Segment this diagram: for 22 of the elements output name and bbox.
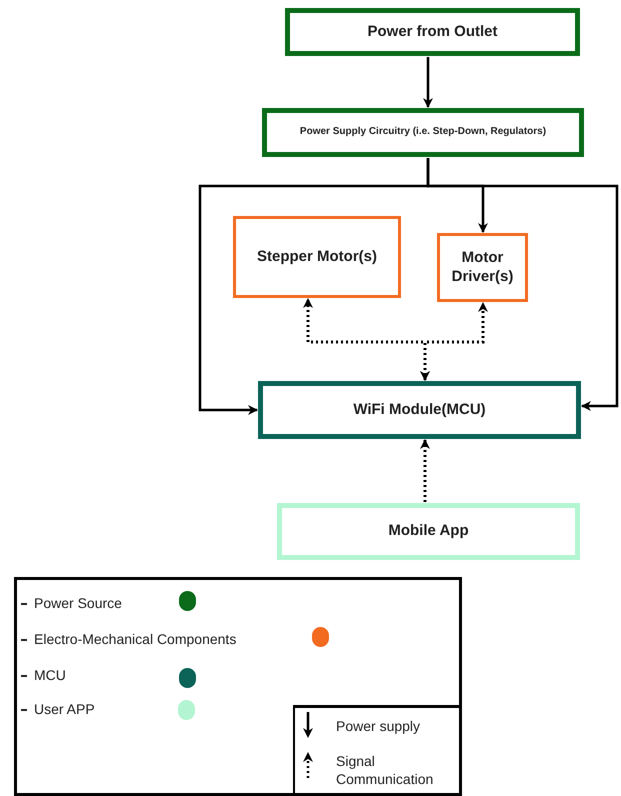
legend-label: Signal Communication [336, 752, 434, 788]
legend-label: Electro-Mechanical Components [34, 630, 236, 649]
process-box [258, 381, 581, 439]
process-box [262, 108, 584, 157]
box-label: Motor Driver(s) [450, 248, 514, 286]
box-label: Stepper Motor(s) [257, 248, 377, 266]
arrow [423, 57, 433, 108]
process-box [437, 233, 528, 302]
legend-label: Power Source [34, 594, 122, 613]
arrow [426, 158, 618, 411]
legend-label: User APP [34, 700, 95, 719]
box-label: Power from Outlet [367, 22, 498, 42]
process-box [277, 503, 580, 560]
arrow [420, 439, 430, 502]
box-label: Power Supply Circuitry (i.e. Step-Down, Regulators) [300, 126, 546, 139]
legend-label: Power supply [336, 717, 422, 735]
process-box [233, 216, 401, 298]
arrow [420, 302, 488, 381]
legend-label: MCU [34, 666, 66, 685]
box-label: Mobile App [388, 522, 469, 541]
box-label: WiFi Module(MCU) [353, 400, 486, 420]
process-box [285, 8, 580, 56]
